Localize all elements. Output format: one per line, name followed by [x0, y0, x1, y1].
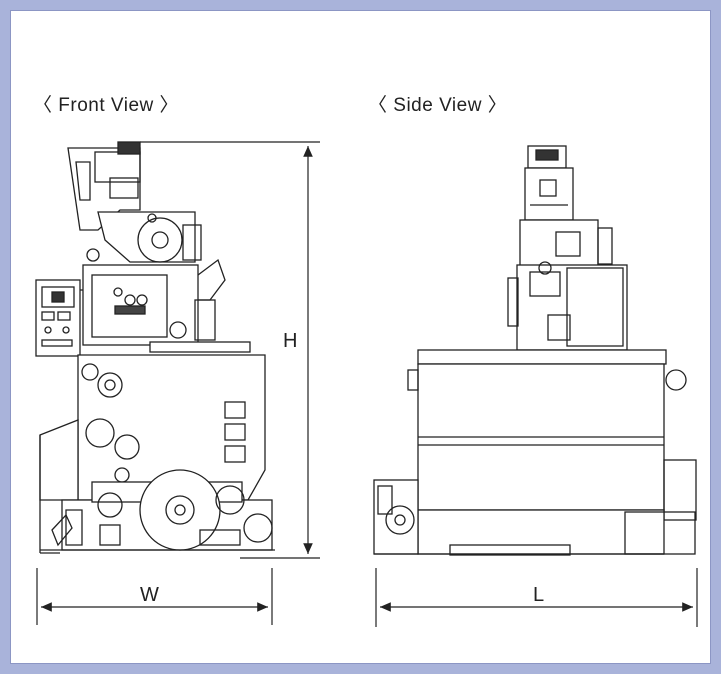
front-view-machine	[35, 141, 275, 554]
front-view-title: 〈 Front View 〉	[33, 95, 180, 116]
side-view-title: 〈 Side View 〉	[368, 95, 508, 116]
front-dimension-lines	[36, 141, 320, 625]
side-view-machine	[373, 145, 697, 556]
side-dimension-lines	[375, 568, 698, 627]
width-dimension-label: W	[140, 584, 159, 606]
height-dimension-label: H	[283, 330, 298, 352]
length-dimension-label: L	[533, 584, 545, 606]
